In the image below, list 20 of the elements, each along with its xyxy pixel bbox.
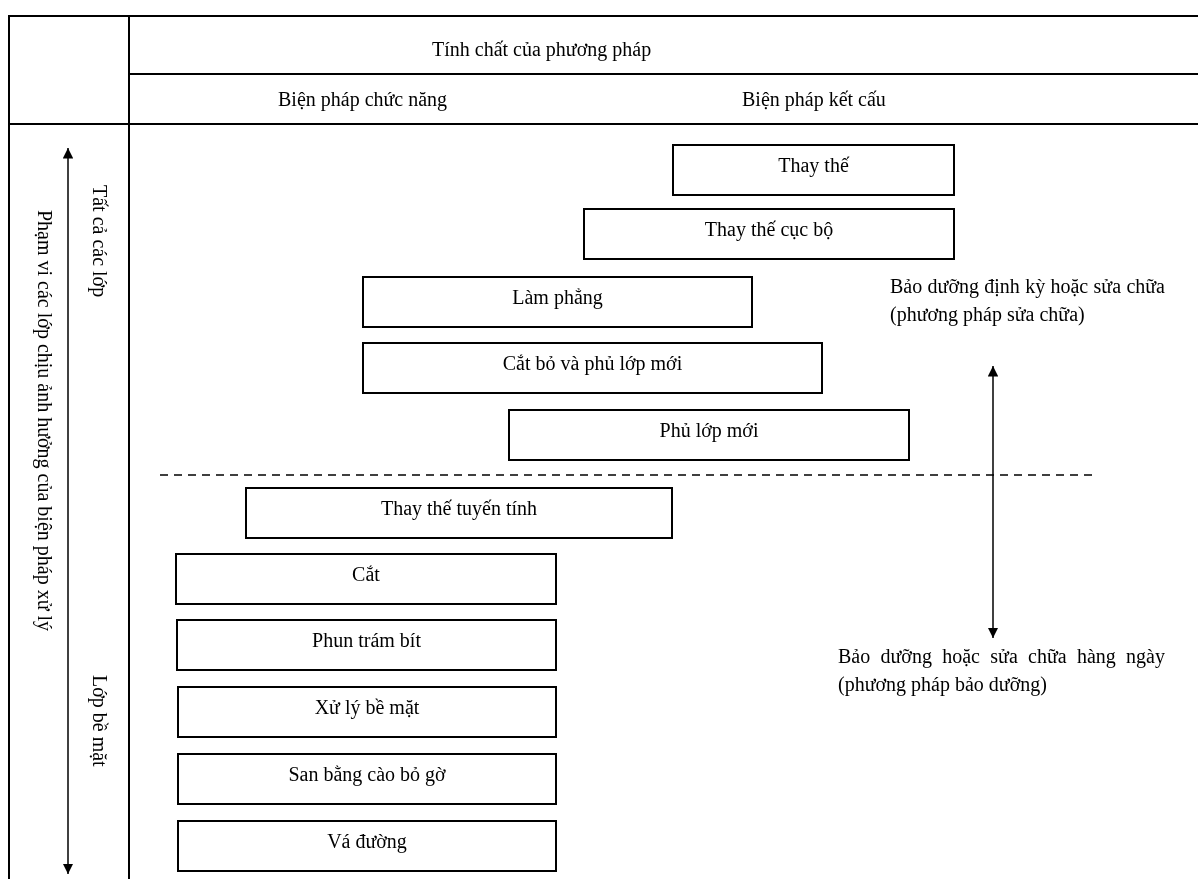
method-box: Cắt [175, 553, 557, 605]
axis-label: Tất cả các lớp [88, 185, 111, 298]
column-header: Biện pháp chức năng [278, 88, 448, 111]
method-box: San bằng cào bỏ gờ [177, 753, 557, 805]
method-box: Thay thế cục bộ [583, 208, 955, 260]
column-header: Tính chất của phương pháp [432, 38, 652, 61]
method-box: Vá đường [177, 820, 557, 872]
method-box: Thay thế tuyến tính [245, 487, 673, 539]
method-box: Xử lý bề mặt [177, 686, 557, 738]
axis-label: Phạm vi các lớp chịu ảnh hưởng của biện pháp xử lý [33, 210, 56, 632]
method-box: Làm phẳng [362, 276, 753, 328]
note-text: Bảo dưỡng hoặc sửa chữa hàng ngày (phương pháp bảo dưỡng) [838, 642, 1165, 698]
method-box: Phun trám bít [176, 619, 557, 671]
double-arrow [987, 365, 999, 639]
column-header: Biện pháp kết cấu [742, 88, 886, 111]
axis-label: Lớp bề mặt [88, 675, 111, 767]
note-text: Bảo dưỡng định kỳ hoặc sửa chữa (phương pháp sửa chữa) [890, 272, 1165, 328]
method-box: Cắt bỏ và phủ lớp mới [362, 342, 823, 394]
method-box: Phủ lớp mới [508, 409, 910, 461]
method-box: Thay thế [672, 144, 955, 196]
